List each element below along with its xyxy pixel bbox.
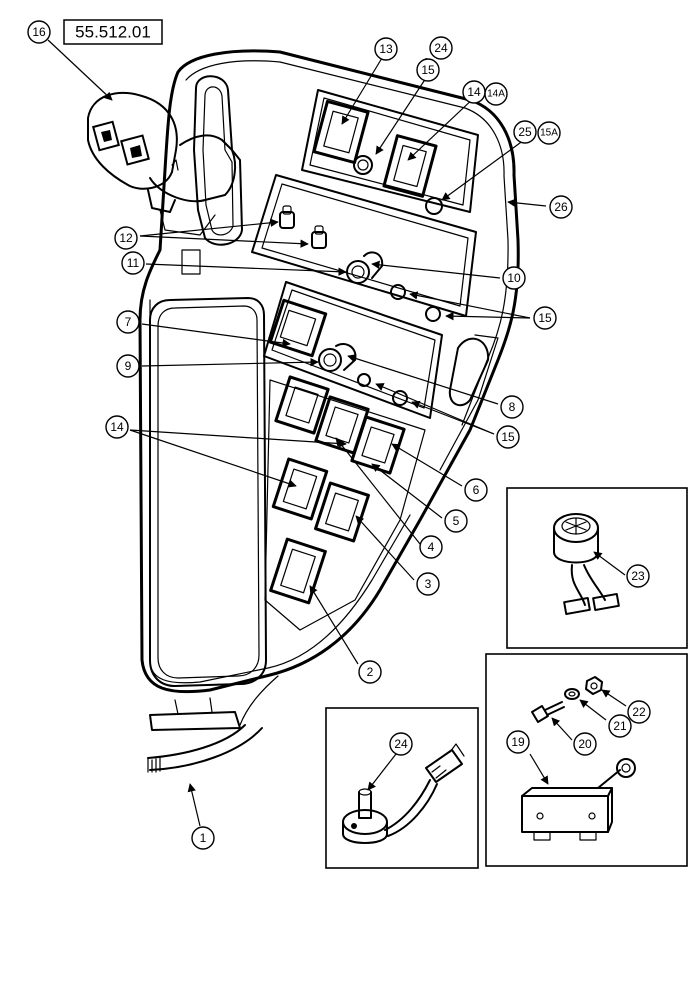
inset-buzzer [506,487,688,649]
callout-15-right-2: 15 [496,425,520,449]
callout-10: 10 [502,266,526,290]
console-housing [138,49,520,694]
callout-number: 20 [578,737,592,751]
callout-15a: 15A [537,121,561,145]
callout-number: 55.512.01 [75,23,151,42]
callout-number: 26 [554,200,568,214]
callout-number: 7 [125,315,132,329]
inset-potentiometer [325,707,479,869]
callout-6: 6 [464,478,488,502]
leader-lines [47,39,627,827]
callout-number: 15 [501,430,515,444]
callout-number: 13 [379,42,393,56]
callout-number: 8 [509,400,516,414]
callout-number: 1 [200,831,207,845]
callout-3: 3 [416,572,440,596]
callout-number: 25 [518,125,532,139]
callout-15-top: 15 [416,58,440,82]
callout-14-top: 14 [462,80,486,104]
callout-number: 5 [453,514,460,528]
upper-switch-panel [301,89,479,215]
callout-7: 7 [116,310,140,334]
callout-26: 26 [549,195,573,219]
reference-label: 55.512.01 [63,19,163,45]
callout-number: 10 [507,271,521,285]
callout-14-left: 14 [105,415,129,439]
callout-5: 5 [444,509,468,533]
callout-number: 4 [428,540,435,554]
callout-number: 11 [127,256,140,270]
callout-20: 20 [573,732,597,756]
callout-number: 16 [32,25,46,39]
callout-4: 4 [419,535,443,559]
callout-number: 24 [394,737,408,751]
callout-11: 11 [121,251,145,275]
callout-1: 1 [191,826,215,850]
callout-number: 6 [473,483,480,497]
callout-8: 8 [500,395,524,419]
callout-number: 14 [110,420,124,434]
console-assembly [87,49,520,773]
joystick-knob [87,91,237,236]
callout-13: 13 [374,37,398,61]
callout-number: 24 [434,41,448,55]
callout-21: 21 [608,714,632,738]
callout-number: 2 [367,665,374,679]
lower-control-panel [263,281,443,419]
callout-number: 3 [425,577,432,591]
callout-number: 15 [538,311,552,325]
callout-number: 22 [632,705,646,719]
callout-25: 25 [513,120,537,144]
callout-24-top: 24 [429,36,453,60]
callout-number: 19 [511,735,525,749]
armrest-pad [149,297,267,687]
callout-number: 21 [613,719,627,733]
callout-number: 14A [487,89,505,100]
callout-19: 19 [506,730,530,754]
callout-12: 12 [114,226,138,250]
callout-24-inset: 24 [389,732,413,756]
callout-number: 12 [119,231,133,245]
handle-loop [193,75,243,246]
callout-number: 23 [631,569,645,583]
callout-14a: 14A [484,82,508,106]
callout-number: 14 [467,85,481,99]
callout-16: 16 [27,20,51,44]
callout-number: 9 [125,359,132,373]
switch-bank [264,375,426,631]
callout-22: 22 [627,700,651,724]
inset-microswitch [485,653,688,867]
callout-2: 2 [358,660,382,684]
callout-number: 15A [540,128,558,139]
callout-15-right-1: 15 [533,306,557,330]
callout-9: 9 [116,354,140,378]
callout-number: 15 [421,63,435,77]
callout-23: 23 [626,564,650,588]
